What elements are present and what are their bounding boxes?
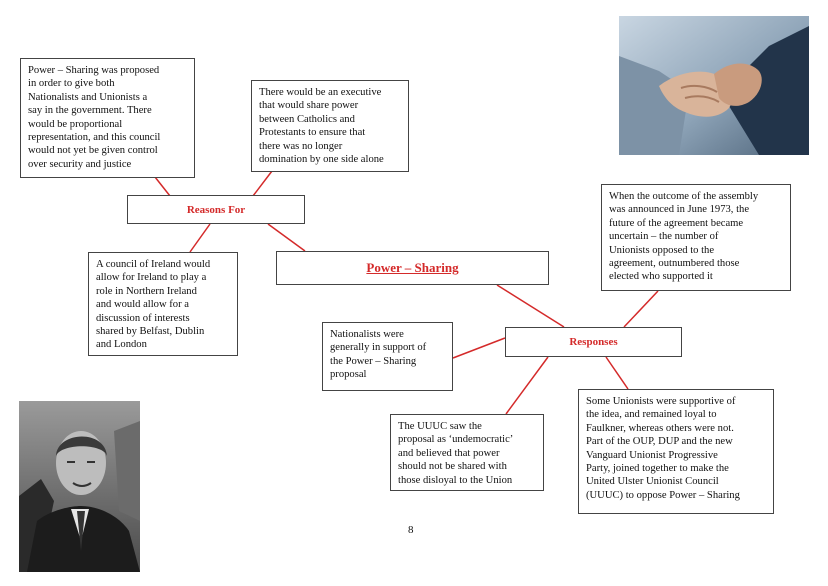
handshake-photo	[619, 16, 809, 155]
link-reasons-note2	[253, 171, 272, 196]
reasons-for-hub: Reasons For	[127, 195, 305, 224]
reasons-note-council-of-ireland: A council of Ireland would allow for Ire…	[88, 252, 238, 356]
responses-note-some-unionists: Some Unionists were supportive of the id…	[578, 389, 774, 514]
responses-note-outcome-1973: When the outcome of the assembly was ann…	[601, 184, 791, 291]
reasons-note-proposal: Power – Sharing was proposed in order to…	[20, 58, 195, 178]
link-reasons-note1	[155, 177, 170, 196]
link-responses-note4	[606, 357, 628, 389]
responses-note-nationalists: Nationalists were generally in support o…	[322, 322, 453, 391]
link-responses-note1	[624, 291, 658, 327]
responses-note-uuuc-undemocratic: The UUUC saw the proposal as ‘undemocrat…	[390, 414, 544, 491]
link-main-responses	[497, 285, 564, 327]
link-reasons-note3	[190, 224, 210, 252]
politician-portrait-photo	[19, 401, 140, 572]
reasons-note-executive: There would be an executive that would s…	[251, 80, 409, 172]
link-responses-note2	[453, 338, 505, 358]
link-responses-note3	[506, 357, 548, 414]
responses-hub: Responses	[505, 327, 682, 357]
page-number: 8	[408, 524, 414, 536]
link-reasons-main	[268, 224, 305, 251]
power-sharing-main-hub: Power – Sharing	[276, 251, 549, 285]
